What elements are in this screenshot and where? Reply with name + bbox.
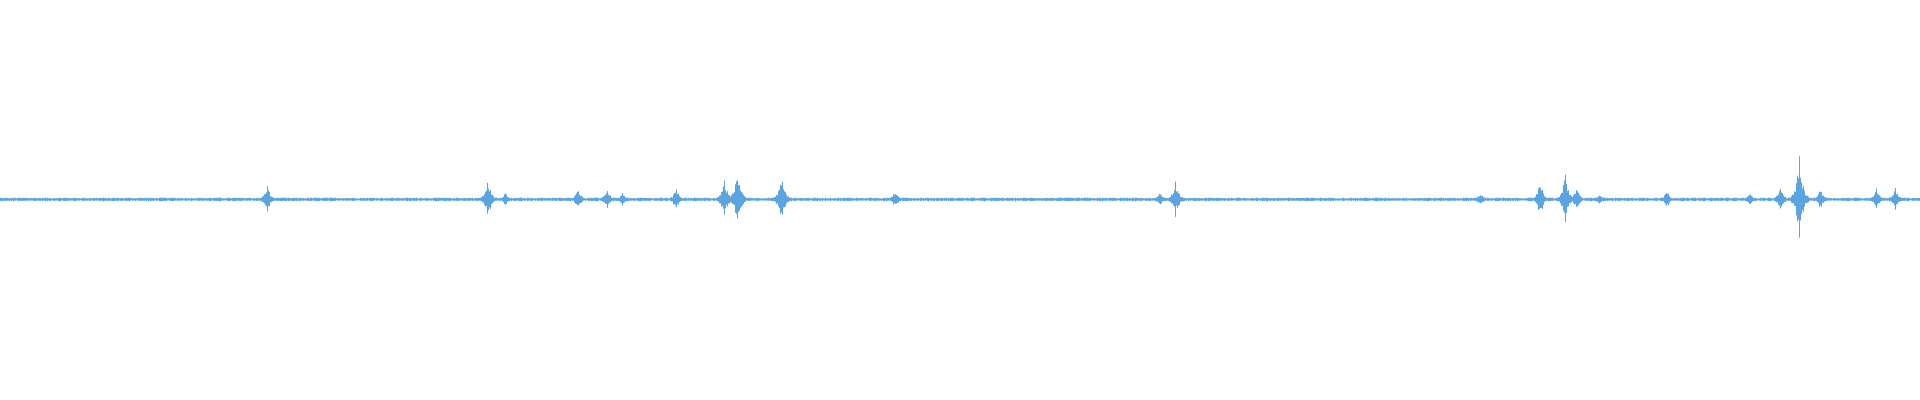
waveform-trace [0,156,1920,238]
